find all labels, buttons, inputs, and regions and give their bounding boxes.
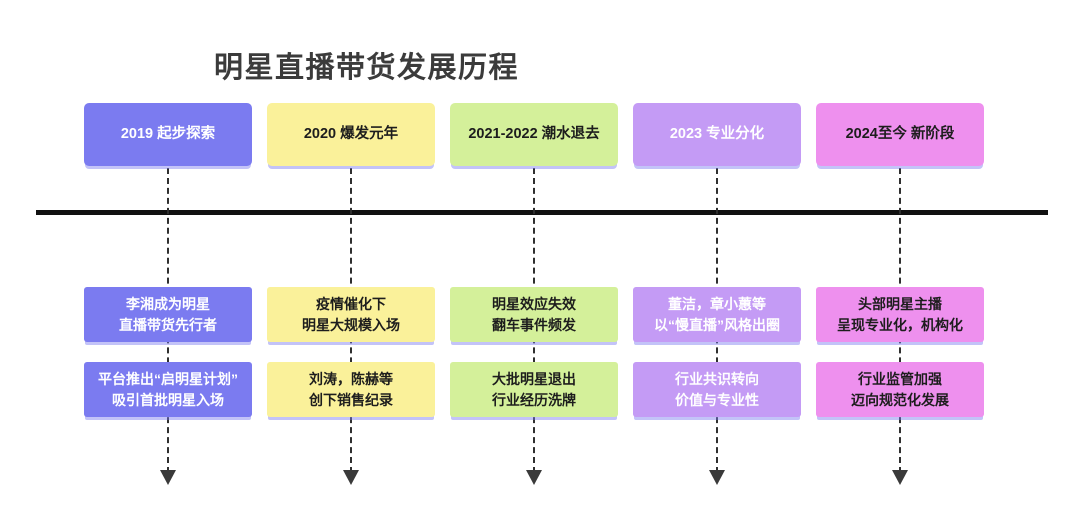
milestone-card-primary[interactable]: 头部明星主播 呈现专业化，机构化 — [816, 287, 984, 342]
milestone-line-2: 创下销售纪录 — [309, 391, 393, 408]
arrow-down-icon — [892, 470, 908, 485]
milestone-card-secondary[interactable]: 刘涛，陈赫等 创下销售纪录 — [267, 362, 435, 417]
milestone-line-1: 明星效应失效 — [492, 296, 576, 313]
milestone-card-secondary[interactable]: 行业监管加强 迈向规范化发展 — [816, 362, 984, 417]
milestone-card-primary[interactable]: 明星效应失效 翻车事件频发 — [450, 287, 618, 342]
year-card[interactable]: 2020 爆发元年 — [267, 103, 435, 166]
milestone-line-1: 李湘成为明星 — [126, 296, 210, 313]
milestone-card-primary[interactable]: 董洁，章小蕙等 以“慢直播”风格出圈 — [633, 287, 801, 342]
milestone-line-2: 翻车事件频发 — [492, 316, 576, 333]
milestone-line-2: 价值与专业性 — [675, 391, 759, 408]
timeline-column-2019: 2019 起步探索 李湘成为明星 直播带货先行者 平台推出“启明星计划” 吸引首… — [84, 0, 252, 506]
milestone-line-1: 疫情催化下 — [316, 296, 386, 313]
timeline-axis — [36, 210, 1048, 215]
year-label: 2019 起步探索 — [120, 125, 216, 142]
milestone-line-1: 行业监管加强 — [858, 371, 942, 388]
milestone-card-secondary[interactable]: 平台推出“启明星计划” 吸引首批明星入场 — [84, 362, 252, 417]
year-card[interactable]: 2021-2022 潮水退去 — [450, 103, 618, 166]
milestone-line-1: 头部明星主播 — [858, 296, 942, 313]
year-card[interactable]: 2024至今 新阶段 — [816, 103, 984, 166]
arrow-down-icon — [526, 470, 542, 485]
arrow-down-icon — [709, 470, 725, 485]
timeline-column-2021-2022: 2021-2022 潮水退去 明星效应失效 翻车事件频发 大批明星退出 行业经历… — [450, 0, 618, 506]
timeline-column-2020: 2020 爆发元年 疫情催化下 明星大规模入场 刘涛，陈赫等 创下销售纪录 — [267, 0, 435, 506]
milestone-line-2: 呈现专业化，机构化 — [837, 316, 963, 333]
year-label: 2024至今 新阶段 — [845, 125, 955, 142]
timeline-column-2023: 2023 专业分化 董洁，章小蕙等 以“慢直播”风格出圈 行业共识转向 价值与专… — [633, 0, 801, 506]
milestone-line-1: 董洁，章小蕙等 — [668, 296, 766, 313]
year-card[interactable]: 2019 起步探索 — [84, 103, 252, 166]
milestone-line-1: 大批明星退出 — [492, 371, 576, 388]
arrow-down-icon — [160, 470, 176, 485]
timeline-column-2024: 2024至今 新阶段 头部明星主播 呈现专业化，机构化 行业监管加强 迈向规范化… — [816, 0, 984, 506]
milestone-line-1: 刘涛，陈赫等 — [309, 371, 393, 388]
milestone-card-secondary[interactable]: 行业共识转向 价值与专业性 — [633, 362, 801, 417]
year-label: 2020 爆发元年 — [303, 125, 399, 142]
year-card[interactable]: 2023 专业分化 — [633, 103, 801, 166]
milestone-line-2: 以“慢直播”风格出圈 — [654, 316, 780, 333]
year-label: 2023 专业分化 — [669, 125, 765, 142]
page-title: 明星直播带货发展历程 — [214, 52, 520, 84]
milestone-line-1: 平台推出“启明星计划” — [98, 371, 238, 388]
milestone-line-2: 行业经历洗牌 — [492, 391, 576, 408]
year-label: 2021-2022 潮水退去 — [468, 125, 600, 142]
milestone-line-2: 迈向规范化发展 — [851, 391, 949, 408]
milestone-line-1: 行业共识转向 — [675, 371, 759, 388]
milestone-card-primary[interactable]: 李湘成为明星 直播带货先行者 — [84, 287, 252, 342]
arrow-down-icon — [343, 470, 359, 485]
milestone-card-secondary[interactable]: 大批明星退出 行业经历洗牌 — [450, 362, 618, 417]
milestone-line-2: 直播带货先行者 — [119, 316, 217, 333]
milestone-line-2: 明星大规模入场 — [302, 316, 400, 333]
milestone-card-primary[interactable]: 疫情催化下 明星大规模入场 — [267, 287, 435, 342]
milestone-line-2: 吸引首批明星入场 — [112, 391, 224, 408]
